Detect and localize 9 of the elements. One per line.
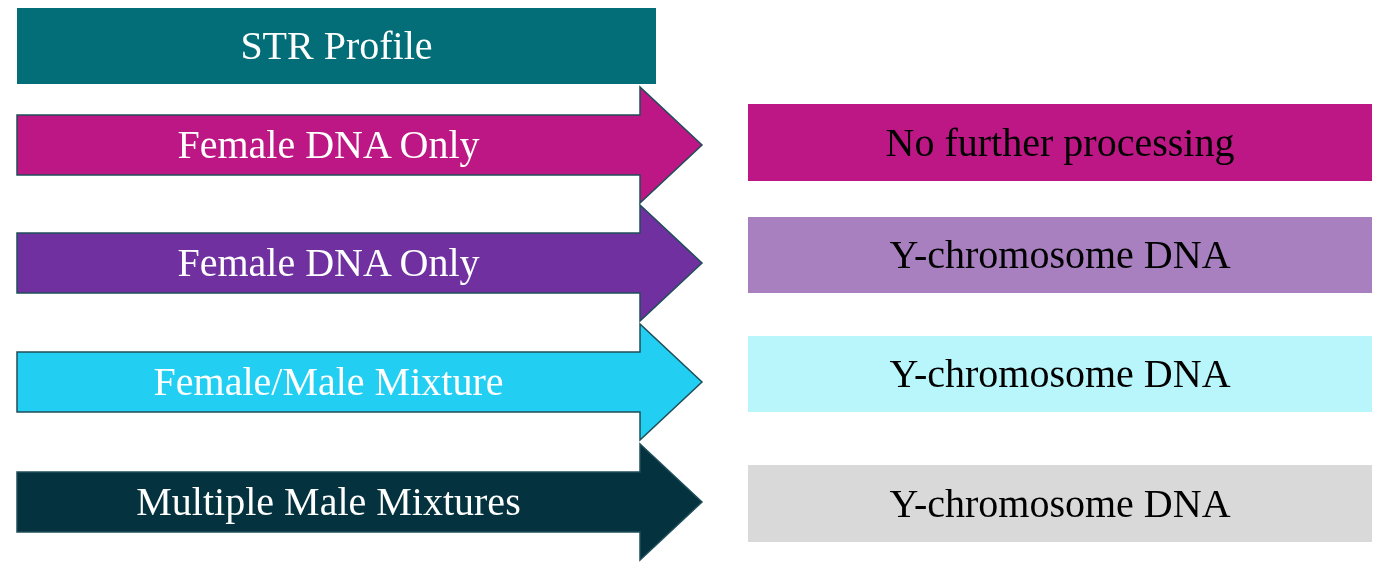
result-box: Y-chromosome DNA bbox=[748, 217, 1372, 293]
arrow-label: Multiple Male Mixtures bbox=[135, 478, 522, 526]
arrow-label: Female DNA Only bbox=[176, 239, 481, 287]
result-box: Y-chromosome DNA bbox=[748, 336, 1372, 412]
arrow-label: Female/Male Mixture bbox=[152, 358, 505, 406]
heading-banner: STR Profile bbox=[17, 8, 656, 84]
result-box: Y-chromosome DNA bbox=[748, 465, 1372, 542]
arrow-label: Female DNA Only bbox=[176, 121, 481, 169]
result-box: No further processing bbox=[748, 104, 1372, 181]
